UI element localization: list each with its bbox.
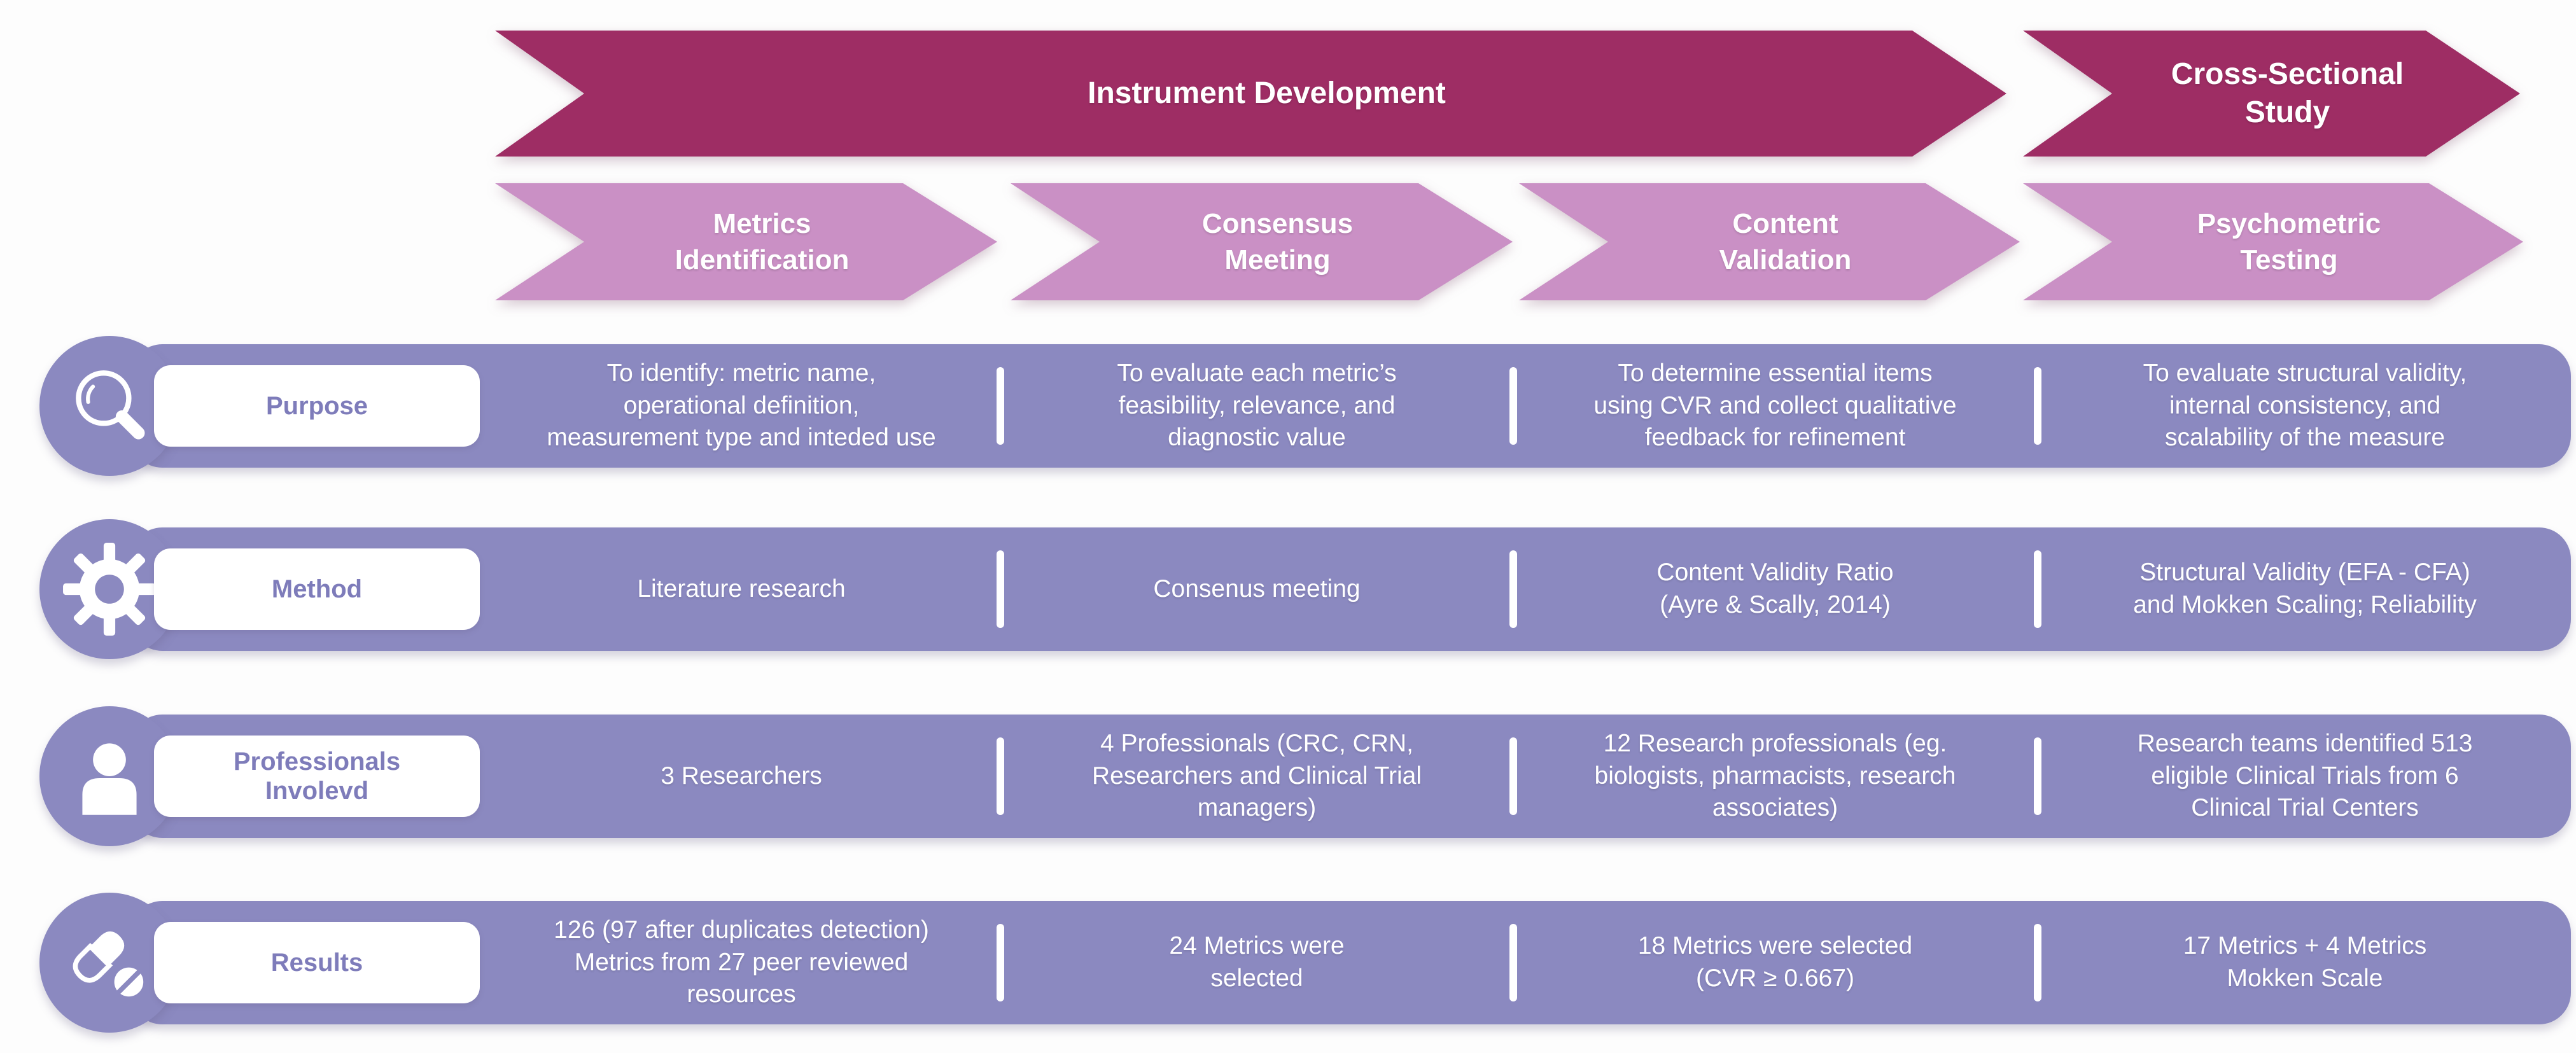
row-bar [130,715,2571,838]
row-label-purpose: Purpose [154,365,480,447]
cell-results-metrics-identification: 126 (97 after duplicates detection) Metr… [554,916,929,1008]
cell-purpose-consensus-meeting: To evaluate each metric’s feasibility, r… [1117,359,1397,452]
cell-professionals-content-validation: 12 Research professionals (eg. biologist… [1594,729,1956,822]
gear-icon [63,543,156,636]
cell-professionals-consensus-meeting: 4 Professionals (CRC, CRN, Researchers a… [1091,729,1422,822]
cell-purpose-psychometric-testing: To evaluate structural validity, interna… [2143,359,2467,452]
column-divider [997,924,1004,1001]
column-divider [997,550,1004,628]
phase-arrow-label: Cross-Sectional Study [2171,57,2404,129]
row-label-results: Results [154,922,480,1003]
row-label-professionals-involved: Professionals Involevd [154,736,480,817]
row-results: Results 126 (97 after duplicates detecti… [0,893,2576,1033]
stage-arrow-label: Metrics Identification [675,207,850,275]
stage-arrow-shape: Content Validation [1519,183,2020,300]
row-method: Method Literature research Consenus meet… [0,519,2576,659]
cell-method-metrics-identification: Literature research [637,575,846,603]
cell-professionals-metrics-identification: 3 Researchers [661,762,822,790]
column-divider [2034,924,2041,1001]
column-divider [2034,737,2041,815]
column-divider [1509,924,1517,1001]
stage-arrow-shape: Consensus Meeting [1011,183,1513,300]
stage-arrow-label: Consensus Meeting [1201,207,1354,275]
row-professionals-involved: Professionals Involevd 3 Researchers 4 P… [0,706,2576,846]
cell-method-content-validation: Content Validity Ratio (Ayre & Scally, 2… [1656,559,1894,618]
row-label-text: Results [270,949,363,977]
row-label-text: Purpose [265,392,368,420]
row-bar [130,344,2571,468]
cell-results-psychometric-testing: 17 Metrics + 4 Metrics Mokken Scale [2183,932,2427,992]
stage-arrow-consensus-meeting: Consensus Meeting [1011,183,1513,300]
stage-arrow-content-validation: Content Validation [1519,183,2020,300]
pills-icon [73,931,144,997]
column-divider [997,737,1004,815]
row-purpose: Purpose To identify: metric name, operat… [0,336,2576,476]
stage-arrow-label: Content Validation [1719,207,1852,275]
row-label-text: Method [271,575,363,603]
cell-professionals-psychometric-testing: Research teams identified 513 eligible C… [2137,729,2473,822]
stage-arrow-metrics-identification: Metrics Identification [495,183,997,300]
phase-arrow-instrument-development: Instrument Development [495,31,2006,157]
stage-arrow-shape: Psychometric Testing [2023,183,2523,300]
cell-purpose-content-validation: To determine essential items using CVR a… [1593,359,1957,452]
column-divider [997,367,1004,445]
cell-results-content-validation: 18 Metrics were selected (CVR ≥ 0.667) [1637,932,1913,992]
row-icon-circle [39,893,179,1033]
column-divider [1509,550,1517,628]
person-icon [82,743,137,815]
row-bar [130,901,2571,1024]
magnifier-icon [76,370,145,440]
row-label-method: Method [154,548,480,630]
column-divider [1509,737,1517,815]
row-label-text: Professionals Involevd [233,748,401,805]
cell-results-consensus-meeting: 24 Metrics were selected [1169,932,1345,992]
column-divider [2034,367,2041,445]
cell-purpose-metrics-identification: To identify: metric name, operational de… [547,359,936,452]
stage-arrow-label: Psychometric Testing [2197,207,2381,275]
phase-arrow-shape: Cross-Sectional Study [2023,31,2520,157]
cell-method-psychometric-testing: Structural Validity (EFA - CFA) and Mokk… [2133,559,2477,618]
row-bar [130,527,2571,651]
phase-arrow-cross-sectional-study: Cross-Sectional Study [2023,31,2520,157]
cell-method-consensus-meeting: Consenus meeting [1153,575,1361,603]
phase-arrow-label: Instrument Development [1088,76,1446,110]
stage-arrow-psychometric-testing: Psychometric Testing [2023,183,2523,300]
stage-arrow-shape: Metrics Identification [495,183,997,300]
phase-arrow-shape: Instrument Development [495,31,2006,157]
column-divider [1509,367,1517,445]
column-divider [2034,550,2041,628]
